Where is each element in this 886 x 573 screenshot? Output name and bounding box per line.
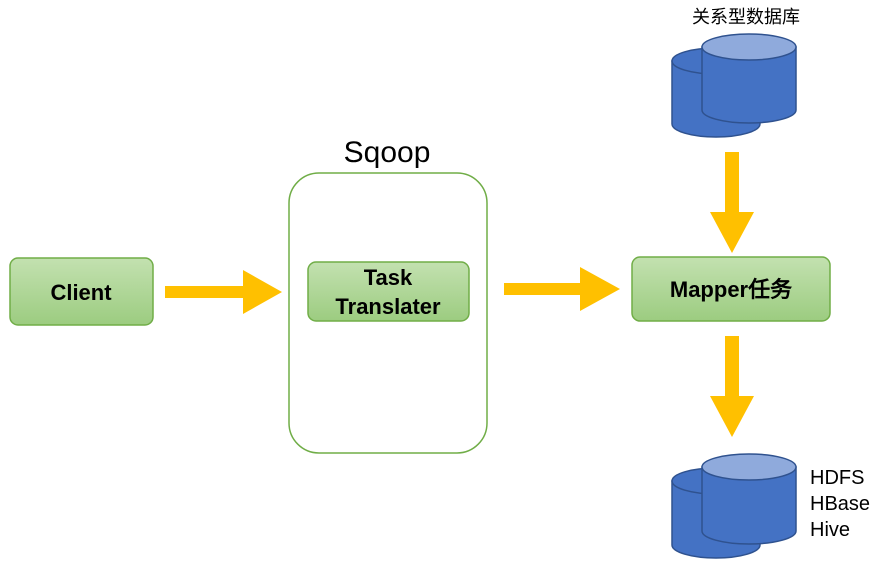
- arrow-rdbms-to-mapper: [710, 152, 754, 253]
- rdbms-label: 关系型数据库: [692, 7, 800, 27]
- mapper-label: Mapper任务: [670, 277, 793, 302]
- target-hdfs-label: HDFS: [810, 467, 864, 489]
- task-translater-label-line2: Translater: [335, 294, 441, 319]
- task-translater-node[interactable]: Task Translater: [307, 261, 470, 322]
- client-node[interactable]: Client: [9, 257, 154, 326]
- arrow-client-to-sqoop: [165, 270, 282, 314]
- task-translater-label-line1: Task: [364, 265, 413, 290]
- mapper-node[interactable]: Mapper任务: [631, 256, 831, 322]
- arrow-sqoop-to-mapper: [504, 267, 620, 311]
- target-hive-label: Hive: [810, 519, 850, 541]
- client-label: Client: [50, 280, 112, 305]
- rdbms-database-icon: [671, 33, 797, 138]
- target-hbase-label: HBase: [810, 493, 870, 515]
- sqoop-title: Sqoop: [344, 136, 431, 169]
- arrow-mapper-to-storage: [710, 336, 754, 437]
- storage-database-icon: [671, 453, 797, 559]
